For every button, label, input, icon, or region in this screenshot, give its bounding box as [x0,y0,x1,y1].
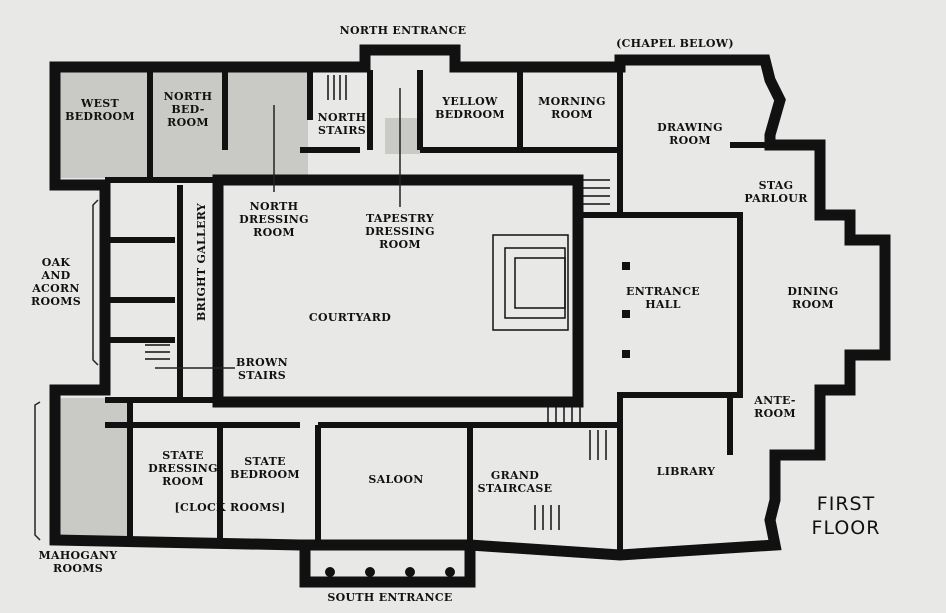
shaded-mahogany-rooms [58,398,130,538]
label-chapel-below: (CHAPEL BELOW) [616,37,734,50]
label-north-entrance: NORTH ENTRANCE [340,24,467,37]
label-library: LIBRARY [657,465,716,478]
courtyard-steps [492,234,569,331]
entrance-hall-columns [622,262,630,358]
shaded-tapestry-closet [385,118,420,154]
label-saloon: SALOON [368,473,423,486]
stairs-marks [145,75,610,530]
label-south-entrance: SOUTH ENTRANCE [327,591,452,604]
leader-lines [34,88,401,541]
shaded-north-west-rooms [58,70,308,178]
interior-walls [105,67,770,555]
courtyard-wall [212,174,584,408]
south-entrance-portico [299,545,476,588]
label-clock-rooms: [CLOCK ROOMS] [175,501,286,514]
label-ante-room: ANTE-ROOM [753,394,796,420]
label-courtyard: COURTYARD [309,311,391,324]
portico-columns [325,567,455,577]
outer-wall [49,44,891,561]
label-bright-gallery: BRIGHT GALLERY [195,203,208,321]
